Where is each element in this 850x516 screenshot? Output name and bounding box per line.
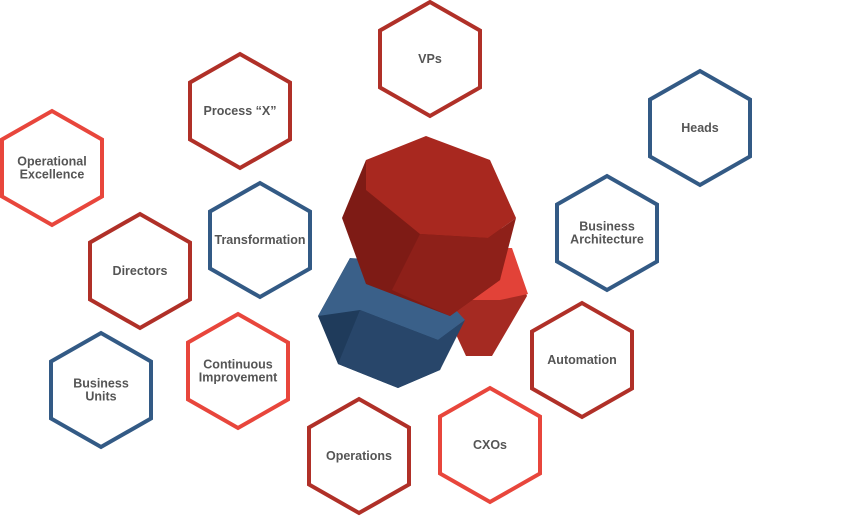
hexagon-label: Units — [85, 390, 116, 404]
hexagon-outline — [49, 330, 153, 450]
hexagon-label: Architecture — [570, 233, 644, 247]
hexagon-outline — [438, 385, 542, 505]
blue-prism-bottom — [338, 310, 465, 388]
hexagon-outline — [648, 68, 752, 188]
hexagon-label: Process “X” — [204, 104, 277, 118]
hexagon-transformation: Transformation — [208, 180, 312, 300]
hexagon-label: Operations — [326, 449, 392, 463]
hexagon-outline — [208, 180, 312, 300]
hexagon-cxos: CXOs — [438, 385, 542, 505]
blue-prism-top — [318, 258, 465, 340]
hexagon-label: Directors — [113, 264, 168, 278]
hexagon-process-x: Process “X” — [188, 51, 292, 171]
red-prism-bottom — [392, 218, 516, 316]
hexagon-label: CXOs — [473, 438, 507, 452]
hexagon-label: Business — [73, 377, 129, 391]
hexagon-directors: Directors — [88, 211, 192, 331]
hexagon-heads: Heads — [648, 68, 752, 188]
hexagon-outline — [188, 51, 292, 171]
hexagon-outline — [307, 396, 411, 516]
red-prism — [342, 136, 516, 316]
hexagon-outline — [0, 108, 104, 228]
red-prism-front — [366, 136, 516, 238]
hexagon-automation: Automation — [530, 300, 634, 420]
hexagon-label: Improvement — [199, 371, 278, 385]
hexagon-outline — [555, 173, 659, 293]
hexagon-label: VPs — [418, 52, 442, 66]
hexagon-label: Continuous — [203, 358, 272, 372]
blue-prism — [318, 258, 465, 388]
hexagon-outline — [186, 311, 290, 431]
hexagon-vps: VPs — [378, 0, 482, 119]
hexagon-operations: Operations — [307, 396, 411, 516]
hexagon-outline — [88, 211, 192, 331]
central-hexagonal-prisms — [318, 136, 528, 388]
hexagon-label: Transformation — [215, 233, 306, 247]
hexagon-label: Operational — [17, 155, 86, 169]
hexagon-outline — [378, 0, 482, 119]
hexagon-outline — [530, 300, 634, 420]
hexagon-label: Business — [579, 220, 635, 234]
hexagon-label: Heads — [681, 121, 719, 135]
hexagon-label: Excellence — [20, 168, 85, 182]
hexagon-label: Automation — [547, 353, 616, 367]
